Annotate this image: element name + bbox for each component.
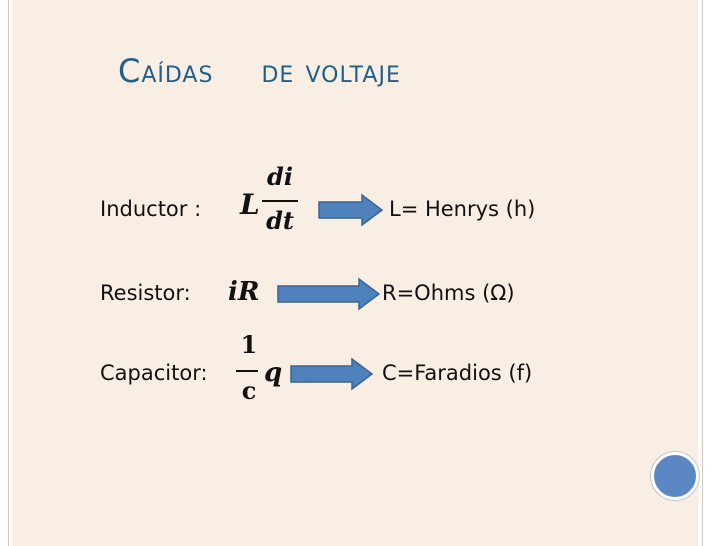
inductor-unit: L= Henrys (h) xyxy=(389,197,536,221)
resistor-formula: iR xyxy=(228,277,260,307)
resistor-arrow-icon xyxy=(277,277,381,311)
resistor-unit: R=Ohms (Ω) xyxy=(382,281,515,305)
title-words-de-voltaje: de voltaje xyxy=(261,52,401,90)
capacitor-formula-q: q xyxy=(264,358,283,388)
inductor-formula-l: L xyxy=(240,188,260,221)
inductor-denominator: dt xyxy=(266,206,294,235)
inductor-fraction: di dt xyxy=(262,162,298,242)
capacitor-denominator: c xyxy=(241,376,257,405)
capacitor-numerator: 1 xyxy=(240,330,258,359)
decorative-circle-icon xyxy=(651,452,699,500)
left-border-line xyxy=(8,0,9,546)
right-border-line xyxy=(702,0,703,546)
title-word-caidas: Caídas xyxy=(118,52,214,90)
slide-title: Caídas de voltaje xyxy=(118,52,401,90)
capacitor-unit: C=Faradios (f) xyxy=(382,361,533,385)
capacitor-fraction-bar xyxy=(236,370,258,372)
capacitor-fraction: 1 c xyxy=(236,330,262,410)
capacitor-label: Capacitor: xyxy=(100,361,208,385)
inductor-label: Inductor : xyxy=(100,197,202,221)
slide-panel xyxy=(12,0,698,546)
inductor-arrow-icon xyxy=(318,193,384,227)
capacitor-arrow-icon xyxy=(290,357,374,391)
inductor-fraction-bar xyxy=(262,200,298,202)
resistor-label: Resistor: xyxy=(100,281,191,305)
inductor-numerator: di xyxy=(267,162,293,191)
